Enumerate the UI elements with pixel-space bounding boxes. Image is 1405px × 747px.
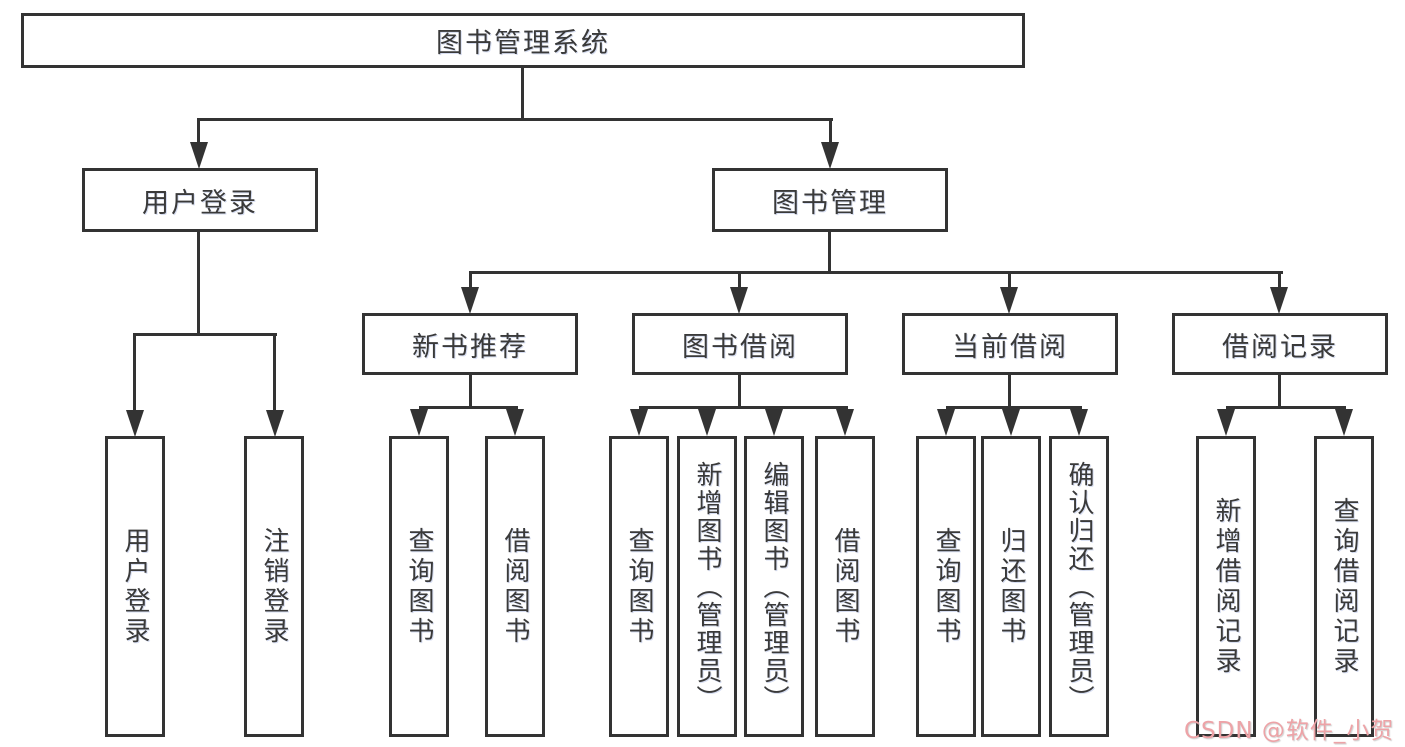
connector-user-login-drop — [197, 118, 200, 146]
leaf-query-books-1: 查询图书 — [389, 436, 449, 737]
connector-current-stub — [1008, 375, 1011, 408]
arrow-down-icon — [266, 410, 284, 437]
arrow-down-icon — [410, 409, 428, 436]
connector-records-rail — [1226, 406, 1346, 409]
leaf-edit-books-admin: 编辑图书（管理员） — [744, 436, 804, 737]
leaf-label: 查询借阅记录 — [1329, 496, 1359, 677]
arrow-down-icon — [1270, 287, 1288, 314]
connector-newbook-stub — [469, 375, 472, 408]
node-book-management: 图书管理 — [712, 168, 948, 232]
arrow-down-icon — [1070, 409, 1088, 436]
leaf-user-login: 用户登录 — [105, 436, 165, 737]
leaf-add-books-admin: 新增图书（管理员） — [677, 436, 737, 737]
connector-leaf-drop — [133, 333, 136, 412]
connector-newbook-rail — [419, 406, 518, 409]
leaf-label: 新增图书（管理员） — [692, 460, 722, 713]
node-user-login: 用户登录 — [82, 168, 318, 232]
leaf-label: 查询图书 — [404, 526, 434, 647]
arrow-down-icon — [461, 287, 479, 314]
leaf-label: 用户登录 — [120, 526, 150, 647]
connector-level1-rail — [197, 118, 833, 121]
arrow-down-icon — [937, 409, 955, 436]
leaf-label: 查询图书 — [624, 526, 654, 647]
leaf-label: 借阅图书 — [830, 526, 860, 647]
leaf-logout: 注销登录 — [244, 436, 304, 737]
leaf-label: 编辑图书（管理员） — [759, 460, 789, 713]
connector-root-stub — [521, 68, 524, 118]
connector-records-stub — [1278, 375, 1281, 408]
connector-level2-drop — [1278, 271, 1281, 291]
node-new-book-recommendation: 新书推荐 — [362, 313, 578, 375]
connector-current-rail — [946, 406, 1082, 409]
leaf-borrow-books-1: 借阅图书 — [485, 436, 545, 737]
leaf-label: 新增借阅记录 — [1211, 496, 1241, 677]
arrow-down-icon — [190, 142, 208, 169]
arrow-down-icon — [765, 409, 783, 436]
connector-borrowing-stub — [738, 375, 741, 408]
connector-level2-drop — [469, 271, 472, 291]
arrow-down-icon — [698, 409, 716, 436]
leaf-label: 查询图书 — [931, 526, 961, 647]
leaf-borrow-books-2: 借阅图书 — [815, 436, 875, 737]
connector-level2-drop — [738, 271, 741, 291]
node-current-borrowing: 当前借阅 — [902, 313, 1118, 375]
arrow-down-icon — [836, 409, 854, 436]
arrow-down-icon — [1000, 287, 1018, 314]
arrow-down-icon — [126, 410, 144, 437]
node-book-borrowing: 图书借阅 — [632, 313, 848, 375]
leaf-label: 注销登录 — [259, 526, 289, 647]
leaf-add-borrow-record: 新增借阅记录 — [1196, 436, 1256, 737]
connector-book-mgmt-drop — [829, 118, 832, 146]
leaf-query-books-3: 查询图书 — [916, 436, 976, 737]
arrow-down-icon — [821, 142, 839, 169]
arrow-down-icon — [506, 409, 524, 436]
node-borrowing-records: 借阅记录 — [1172, 313, 1388, 375]
connector-borrowing-rail — [639, 406, 848, 409]
arrow-down-icon — [1335, 409, 1353, 436]
leaf-query-books-2: 查询图书 — [609, 436, 669, 737]
leaf-label: 借阅图书 — [500, 526, 530, 647]
connector-user-login-stub — [197, 232, 200, 336]
connector-level2-drop — [1008, 271, 1011, 291]
arrow-down-icon — [630, 409, 648, 436]
arrow-down-icon — [730, 287, 748, 314]
watermark: CSDN @软件_小贺同学 — [1184, 718, 1395, 744]
connector-user-login-rail — [133, 333, 277, 336]
leaf-confirm-return-admin: 确认归还（管理员） — [1049, 436, 1109, 737]
leaf-label: 归还图书 — [996, 526, 1026, 647]
connector-leaf-drop — [273, 333, 276, 412]
leaf-return-books: 归还图书 — [981, 436, 1041, 737]
leaf-label: 确认归还（管理员） — [1064, 460, 1094, 713]
connector-book-mgmt-stub — [828, 232, 831, 274]
arrow-down-icon — [1217, 409, 1235, 436]
node-root-book-management-system: 图书管理系统 — [21, 13, 1025, 68]
leaf-query-borrow-record: 查询借阅记录 — [1314, 436, 1374, 737]
connector-level2-rail — [469, 271, 1283, 274]
arrow-down-icon — [1002, 409, 1020, 436]
